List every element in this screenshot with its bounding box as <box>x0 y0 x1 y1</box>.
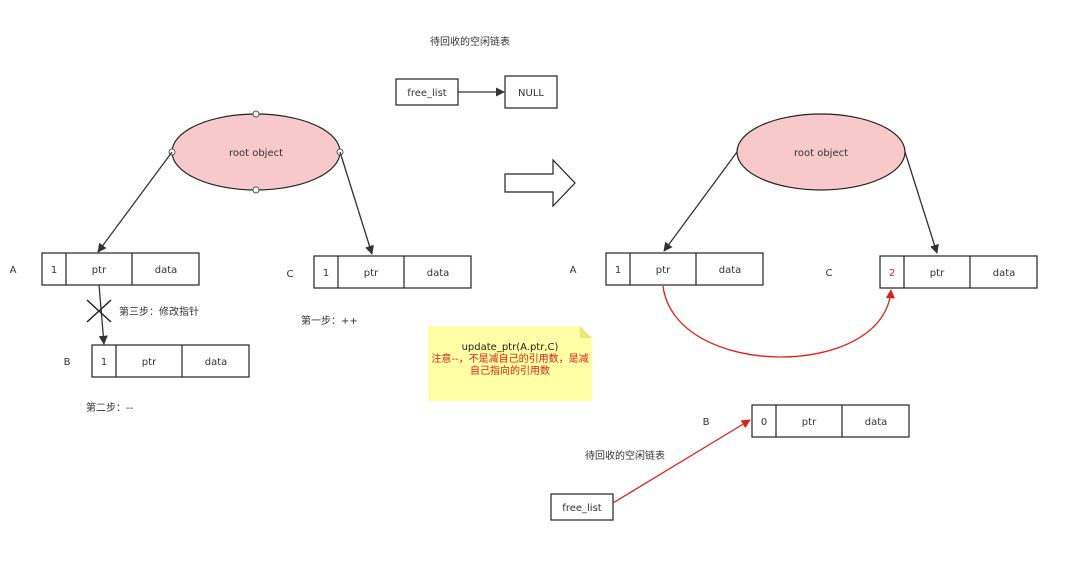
left-node-a <box>41 252 200 286</box>
right-a-name: A <box>570 265 577 276</box>
right-free-list-to-b-arrow <box>612 419 751 504</box>
right-a-to-c-red-arrow <box>662 285 895 358</box>
right-node-a <box>605 252 764 286</box>
left-root-handle-bottom <box>252 186 260 194</box>
right-a-data: data <box>719 265 742 276</box>
left-node-b <box>91 344 250 378</box>
note-title: update_ptr(A.ptr,C) <box>461 342 559 353</box>
left-a-count: 1 <box>51 265 57 276</box>
left-root-handle-top <box>252 110 260 118</box>
right-c-count: 2 <box>889 268 895 279</box>
left-a-to-b-arrow <box>98 284 108 345</box>
left-b-data: data <box>205 357 228 368</box>
right-root-to-a-arrow <box>663 151 738 252</box>
top-free-list-title: 待回收的空闲链表 <box>430 35 510 48</box>
right-c-data: data <box>993 268 1016 279</box>
right-b-data: data <box>865 417 888 428</box>
right-root-label: root object <box>794 148 848 159</box>
right-c-ptr: ptr <box>930 268 945 279</box>
right-b-name: B <box>703 417 710 428</box>
left-c-ptr: ptr <box>364 268 379 279</box>
right-node-c <box>879 255 1038 289</box>
step3-label: 第三步：修改指针 <box>119 305 199 318</box>
left-a-ptr: ptr <box>92 265 107 276</box>
right-b-ptr: ptr <box>802 417 817 428</box>
right-a-ptr: ptr <box>656 265 671 276</box>
left-b-count: 1 <box>101 357 107 368</box>
note-text: update_ptr(A.ptr,C) 注意--，不是减自己的引用数，是减自己指… <box>428 342 592 378</box>
left-b-ptr: ptr <box>142 357 157 368</box>
right-root-to-c-arrow <box>904 151 939 254</box>
right-a-count: 1 <box>615 265 621 276</box>
null-box <box>504 75 558 109</box>
step2-label: 第二步：-- <box>86 401 134 414</box>
left-node-c <box>313 255 472 289</box>
cut-mark-2 <box>86 299 112 323</box>
left-root-to-c-arrow <box>339 151 374 255</box>
right-free-list-title: 待回收的空闲链表 <box>585 449 665 462</box>
left-a-data: data <box>155 265 178 276</box>
left-b-name: B <box>64 357 71 368</box>
transition-arrow <box>504 158 576 208</box>
left-a-name: A <box>10 265 17 276</box>
left-root-label: root object <box>229 148 283 159</box>
top-free-list-box <box>395 78 459 106</box>
step1-label: 第一步：++ <box>301 314 358 327</box>
left-c-count: 1 <box>323 268 329 279</box>
right-b-count: 0 <box>761 417 767 428</box>
top-free-list-label: free_list <box>407 88 446 99</box>
null-label: NULL <box>518 88 544 99</box>
left-c-name: C <box>287 269 294 280</box>
right-free-list-label: free_list <box>562 503 601 514</box>
right-free-list-box <box>550 493 614 521</box>
right-c-name: C <box>826 268 833 279</box>
note-body: 注意--，不是减自己的引用数，是减自己指向的引用数 <box>431 354 589 377</box>
right-node-b <box>751 404 910 438</box>
note-card <box>428 326 592 401</box>
left-c-data: data <box>427 268 450 279</box>
left-root-to-a-arrow <box>97 151 173 253</box>
